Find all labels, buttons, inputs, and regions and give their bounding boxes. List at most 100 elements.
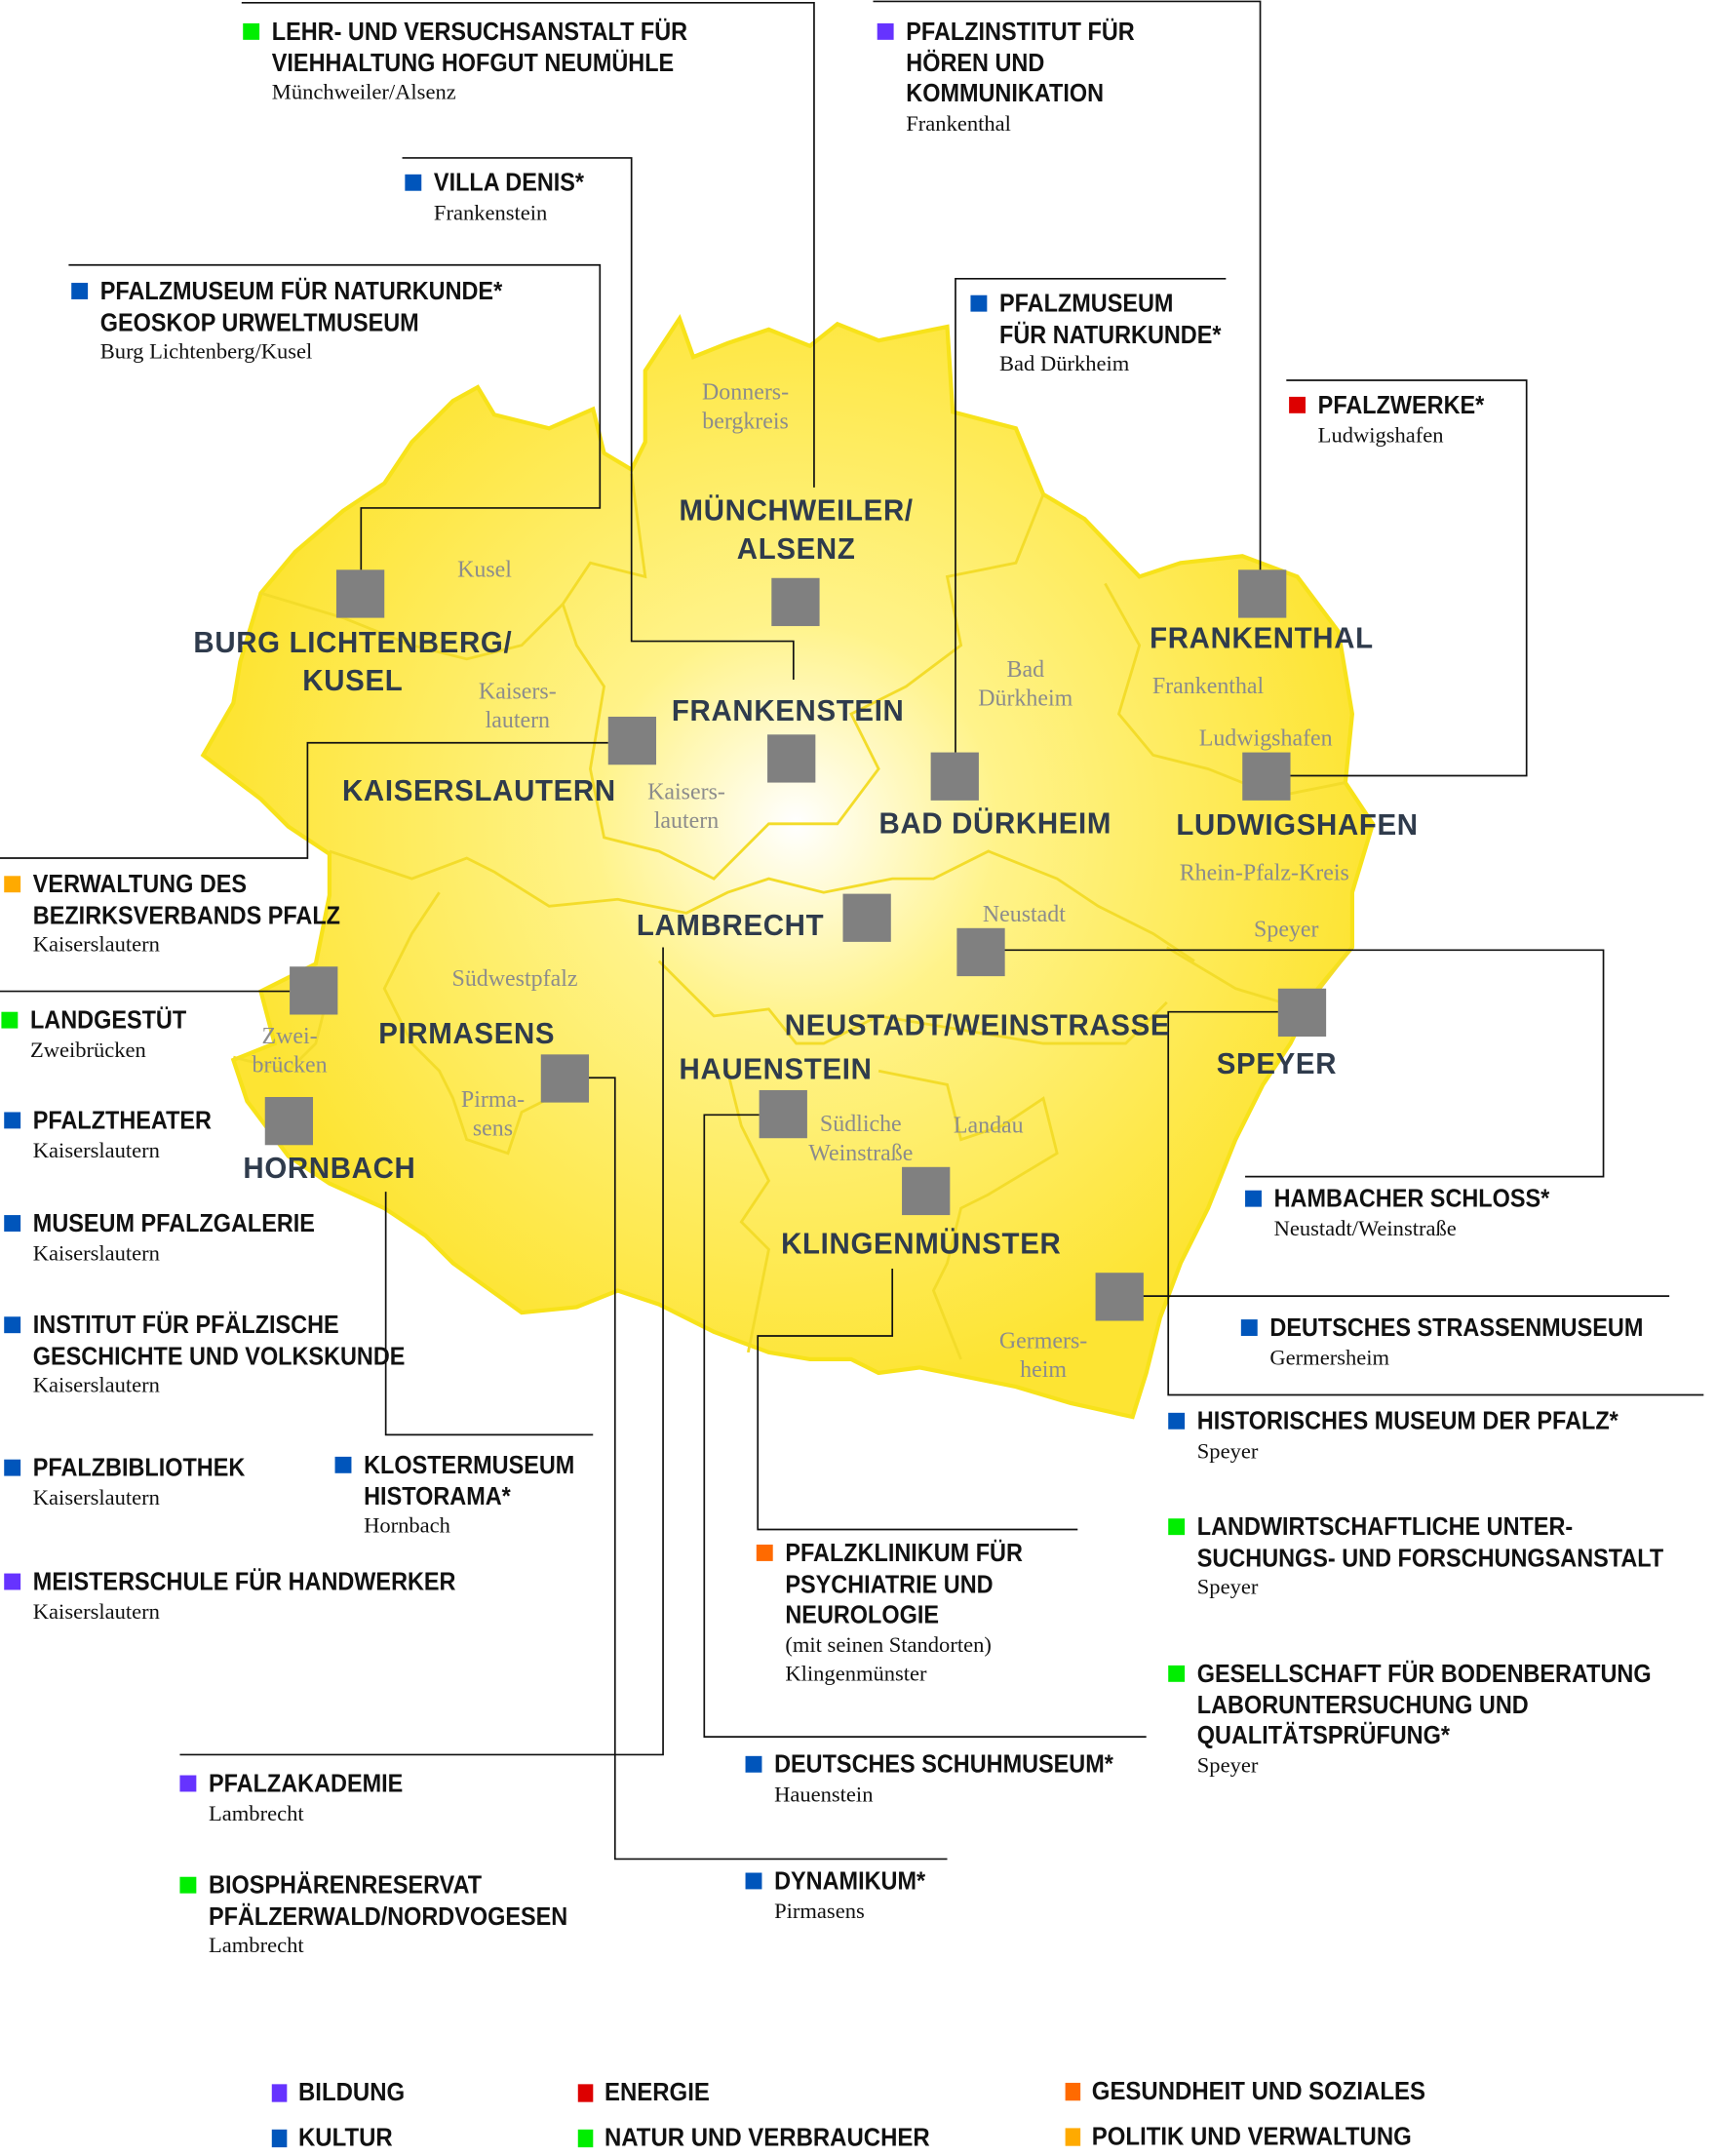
institution-name: GESCHICHTE UND VOLKSKUNDE (32, 1340, 406, 1370)
category-square-icon (1240, 1319, 1258, 1336)
location-marker (607, 716, 657, 765)
category-square-icon (1289, 396, 1306, 413)
category-square-icon (756, 1545, 773, 1561)
city-label-line: PIRMASENS (378, 1015, 556, 1051)
district-label: Neustadt (983, 899, 1066, 928)
institution-location: Speyer (1196, 1753, 1259, 1778)
category-square-icon (877, 22, 894, 40)
location-marker (290, 966, 338, 1015)
location-marker (1277, 988, 1327, 1038)
district-label-line: Germers- (998, 1327, 1088, 1354)
district-label-line: Kaisers- (478, 678, 557, 705)
category-square-icon (4, 876, 21, 893)
city-label-line: FRANKENTHAL (1150, 620, 1374, 655)
category-square-icon (179, 1775, 197, 1792)
district-label: Ludwigshafen (1199, 724, 1333, 753)
legend-item: KULTUR (271, 2122, 393, 2153)
category-square-icon (4, 1459, 21, 1476)
city-label: KAISERSLAUTERN (342, 771, 616, 809)
legend-label: GESUNDHEIT UND SOZIALES (1091, 2075, 1426, 2105)
connector-lines (0, 0, 1704, 1861)
category-square-icon (405, 174, 422, 191)
legend-item: POLITIK UND VERWALTUNG (1065, 2121, 1412, 2151)
location-marker (759, 1089, 807, 1139)
institution-location: Pirmasens (774, 1899, 865, 1923)
district-label: Südwestpfalz (452, 963, 578, 993)
institution-name: HÖREN UND (906, 47, 1045, 77)
location-marker (842, 893, 891, 942)
location-marker (1242, 752, 1291, 801)
district-label-line: Dürkheim (978, 685, 1073, 712)
district-label-line: Südliche (819, 1111, 902, 1137)
institution-name: PFALZMUSEUM FÜR NATURKUNDE* (99, 276, 503, 305)
institution-name: DYNAMIKUM* (774, 1865, 926, 1896)
institution-name: NEUROLOGIE (785, 1599, 939, 1628)
city-label: BURG LICHTENBERG/KUSEL (193, 623, 512, 700)
district-label-line: brücken (252, 1051, 328, 1078)
institution-name: LANDGESTÜT (29, 1004, 187, 1035)
institution-name: VILLA DENIS* (433, 167, 585, 197)
institution-name: LANDWIRTSCHAFTLICHE UNTER- (1196, 1511, 1574, 1541)
district-label-line: Kusel (457, 556, 512, 582)
institution-name: MEISTERSCHULE FÜR HANDWERKER (32, 1566, 456, 1596)
district-label: Kaisers-lautern (479, 677, 557, 734)
institution-location: Klingenmünster (785, 1662, 927, 1686)
district-label-line: Weinstraße (808, 1139, 914, 1166)
city-label-line: FRANKENSTEIN (671, 693, 905, 728)
institution-name: QUALITÄTSPRÜFUNG* (1196, 1720, 1450, 1749)
institution-location: Kaiserslautern (32, 1374, 160, 1398)
city-label-line: SPEYER (1216, 1045, 1338, 1081)
legend-label: KULTUR (297, 2122, 393, 2152)
district-label: Zwei-brücken (253, 1022, 328, 1079)
district-label-line: Neustadt (982, 900, 1066, 927)
legend-label: POLITIK UND VERWALTUNG (1091, 2121, 1412, 2150)
district-label-line: Kaisers- (647, 778, 725, 805)
institution-location: Speyer (1196, 1439, 1259, 1464)
city-label: HAUENSTEIN (680, 1050, 873, 1088)
institution-entry: PFALZMUSEUM FÜR NATURKUNDE*GEOSKOP URWEL… (71, 276, 547, 367)
institution-name: MUSEUM PFALZGALERIE (32, 1208, 315, 1237)
institution-location: Bad Dürkheim (999, 352, 1130, 376)
legend-color-square-icon (271, 2129, 288, 2148)
legend-item: ENERGIE (577, 2077, 710, 2107)
district-label: Kusel (457, 555, 512, 584)
institution-name: BEZIRKSVERBANDS PFALZ (32, 899, 341, 929)
district-label-line: bergkreis (702, 408, 789, 434)
district-label: Landau (954, 1111, 1024, 1140)
location-marker (335, 569, 385, 618)
location-marker (540, 1054, 590, 1103)
city-label-line: BAD DÜRKHEIM (878, 805, 1112, 841)
city-label-line: KAISERSLAUTERN (342, 772, 616, 807)
institution-entry: PFALZWERKE*Ludwigshafen (1289, 390, 1503, 450)
institution-entry: DEUTSCHES SCHUHMUSEUM*Hauenstein (745, 1749, 1150, 1809)
category-square-icon (745, 1872, 762, 1890)
city-label-line: LAMBRECHT (636, 907, 825, 942)
district-label: Germers-heim (999, 1326, 1087, 1384)
city-label-line: NEUSTADT/WEINSTRASSE (784, 1007, 1171, 1042)
district-label-line: Bad (1006, 656, 1045, 683)
location-marker (1238, 569, 1287, 618)
city-label-line: KUSEL (302, 663, 404, 698)
institution-location: Neustadt/Weinstraße (1273, 1217, 1457, 1241)
legend-color-square-icon (271, 2084, 288, 2102)
district-label: Rhein-Pfalz-Kreis (1180, 858, 1349, 887)
category-square-icon (1168, 1412, 1186, 1430)
district-label: Kaisers-lautern (647, 777, 725, 835)
city-label: MÜNCHWEILER/ALSENZ (680, 491, 914, 568)
legend-color-square-icon (1065, 2082, 1081, 2101)
institution-name: HISTORAMA* (364, 1480, 511, 1510)
institution-location: Kaiserslautern (32, 933, 160, 958)
district-label: Speyer (1254, 915, 1318, 944)
legend-item: GESUNDHEIT UND SOZIALES (1065, 2075, 1426, 2106)
institution-entry: VILLA DENIS*Frankenstein (405, 167, 601, 227)
